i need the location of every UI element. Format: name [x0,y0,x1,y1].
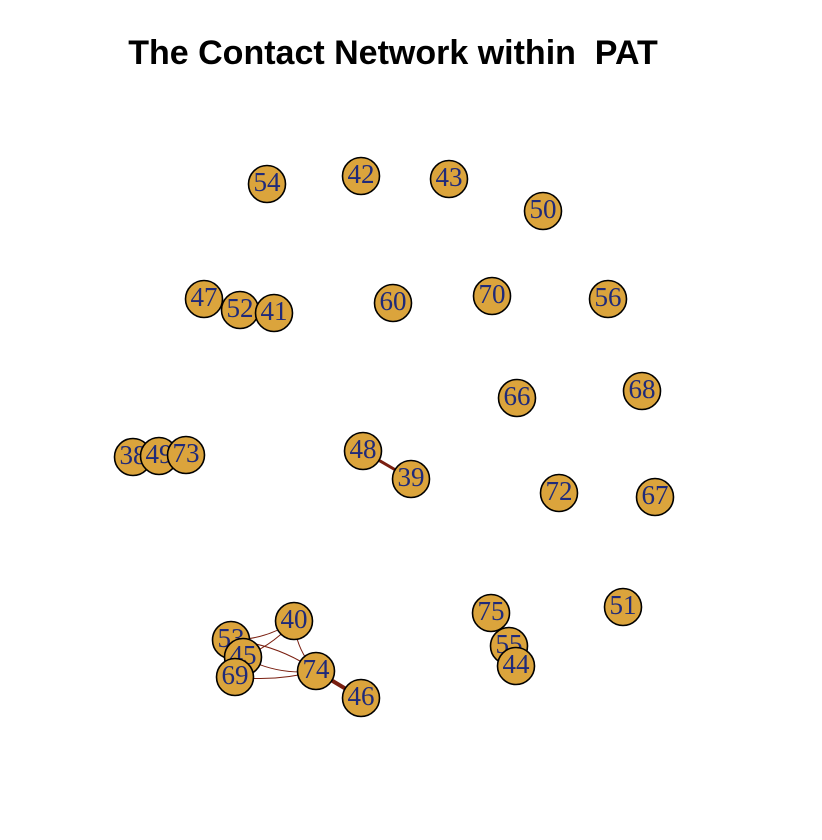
node-46: 46 [341,678,381,718]
node-42: 42 [341,156,381,196]
node-label-44: 44 [503,649,531,679]
node-label-75: 75 [478,596,505,626]
node-49: 49 [139,436,179,476]
node-circle-44 [496,646,536,686]
node-label-69: 69 [222,660,249,690]
node-label-39: 39 [398,462,425,492]
node-label-66: 66 [504,381,531,411]
node-circle-73 [166,435,206,475]
node-circle-50 [523,191,563,231]
node-circle-67 [635,477,675,517]
node-label-51: 51 [610,590,637,620]
node-label-54: 54 [254,167,282,197]
node-40: 40 [274,601,314,641]
node-label-40: 40 [281,604,308,634]
node-label-43: 43 [436,162,463,192]
node-41: 41 [254,293,294,333]
node-label-67: 67 [642,480,669,510]
node-67: 67 [635,477,675,517]
node-circle-75 [471,593,511,633]
node-label-73: 73 [173,438,200,468]
node-label-72: 72 [546,476,573,506]
node-circle-70 [472,276,512,316]
node-68: 68 [622,371,662,411]
node-label-47: 47 [191,282,218,312]
node-circle-72 [539,473,579,513]
node-label-70: 70 [479,279,506,309]
node-43: 43 [429,159,469,199]
node-circle-51 [603,587,643,627]
node-circle-60 [373,283,413,323]
node-circle-40 [274,601,314,641]
node-circle-43 [429,159,469,199]
node-70: 70 [472,276,512,316]
node-69: 69 [215,657,255,697]
node-45: 45 [223,637,263,677]
node-label-56: 56 [595,282,622,312]
node-50: 50 [523,191,563,231]
node-label-46: 46 [348,681,375,711]
node-label-42: 42 [348,159,375,189]
node-circle-39 [391,459,431,499]
node-circle-69 [215,657,255,697]
node-52: 52 [220,290,260,330]
chart-title: The Contact Network within PAT [128,34,658,72]
node-circle-46 [341,678,381,718]
node-label-60: 60 [380,286,407,316]
node-circle-42 [341,156,381,196]
node-circle-68 [622,371,662,411]
node-51: 51 [603,587,643,627]
node-56: 56 [588,279,628,319]
node-circle-48 [343,431,383,471]
node-label-50: 50 [530,194,557,224]
node-75: 75 [471,593,511,633]
node-circle-74 [296,651,336,691]
node-label-68: 68 [629,374,656,404]
node-circle-54 [247,164,287,204]
node-44: 44 [496,646,536,686]
node-60: 60 [373,283,413,323]
node-label-41: 41 [261,296,288,326]
node-label-48: 48 [350,434,377,464]
node-72: 72 [539,473,579,513]
node-73: 73 [166,435,206,475]
node-label-52: 52 [227,293,254,323]
node-label-74: 74 [303,654,331,684]
node-circle-47 [184,279,224,319]
node-74: 74 [296,651,336,691]
node-circle-66 [497,378,537,418]
node-47: 47 [184,279,224,319]
node-54: 54 [247,164,287,204]
node-39: 39 [391,459,431,499]
node-circle-41 [254,293,294,333]
node-48: 48 [343,431,383,471]
node-66: 66 [497,378,537,418]
node-circle-56 [588,279,628,319]
